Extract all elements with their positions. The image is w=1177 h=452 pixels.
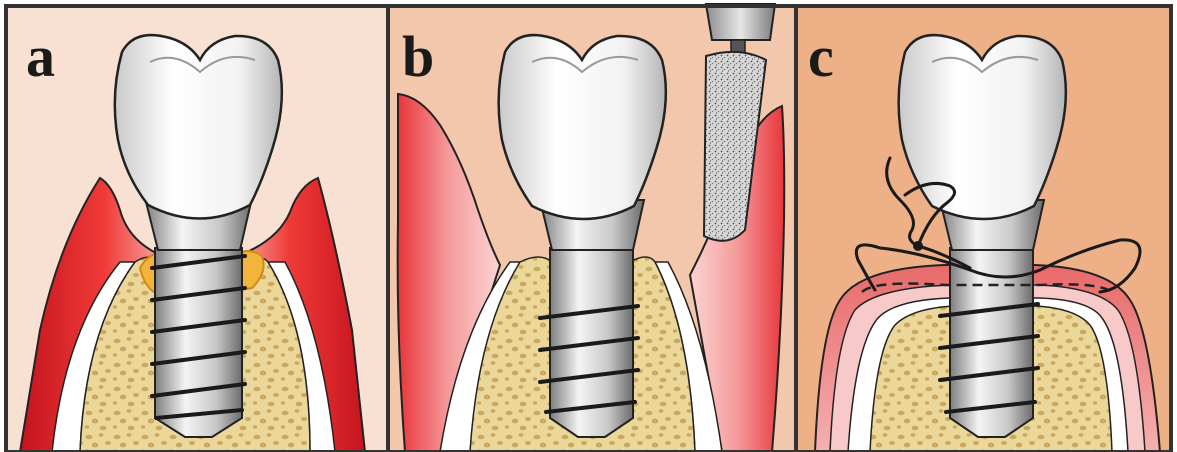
handpiece-head [706,4,775,40]
panel-label-a: a [26,24,55,89]
panel-b: b [389,4,795,452]
implant [155,248,242,437]
panel-label-b: b [402,24,434,89]
crown [899,35,1066,219]
panel-a: a [6,6,387,452]
panel-c: c [797,6,1171,452]
suture-knot [913,241,923,251]
crown [115,35,282,218]
crown [499,35,666,219]
panel-label-c: c [808,24,834,89]
